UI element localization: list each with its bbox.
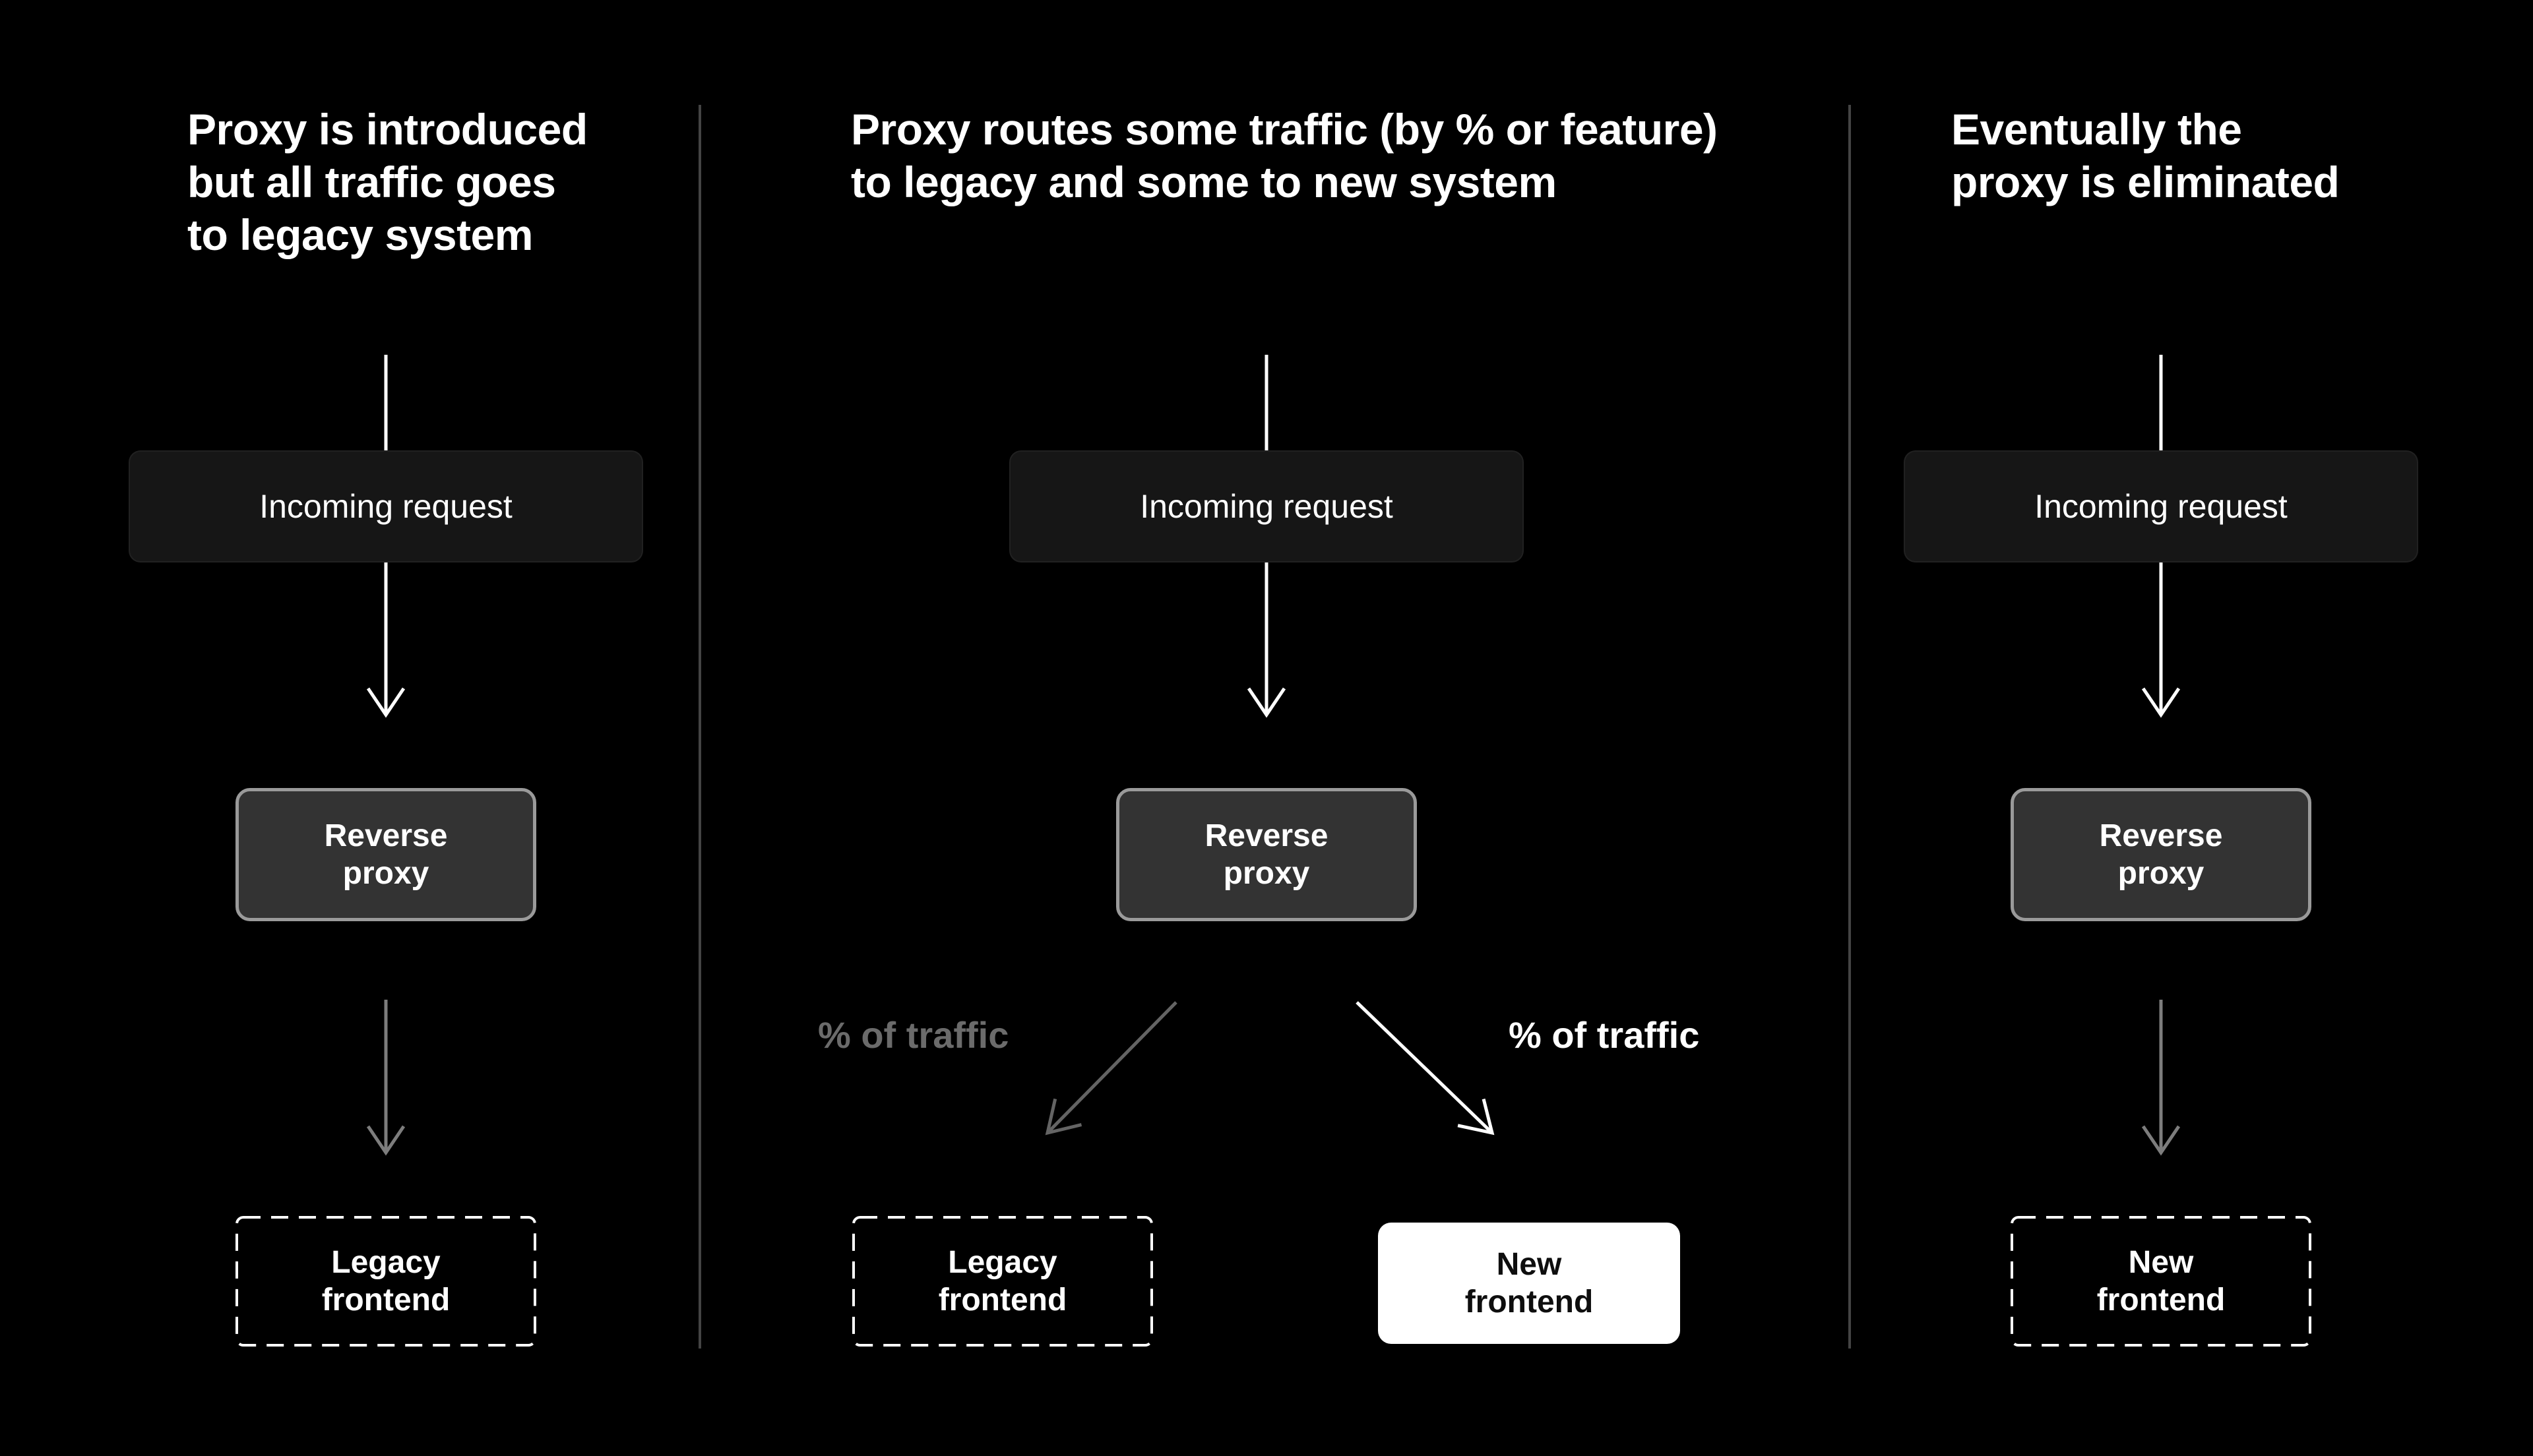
panel-title-right: Eventually the proxy is eliminated bbox=[1951, 105, 2340, 206]
arrowhead-proxy-to-legacy-middle bbox=[1045, 1098, 1082, 1136]
arrowhead-incoming-to-proxy-right bbox=[2141, 687, 2181, 718]
arrowhead-proxy-to-new-middle bbox=[1457, 1098, 1495, 1136]
new-frontend-box-right: New frontend bbox=[2096, 1245, 2226, 1318]
legacy-frontend-box-outline-left bbox=[235, 1216, 536, 1347]
new-frontend-box-middle: New frontend bbox=[1378, 1223, 1680, 1344]
new-frontend-box-outline-right bbox=[2011, 1216, 2311, 1347]
reverse-proxy-box-right: Reverse proxy bbox=[2011, 788, 2311, 921]
traffic-percent-label-right: % of traffic bbox=[1509, 1014, 1700, 1056]
legacy-frontend-box-middle: Legacy frontend bbox=[938, 1245, 1067, 1318]
arrowhead-proxy-to-legacy-left bbox=[366, 1125, 406, 1156]
arrowhead-incoming-to-proxy-left bbox=[366, 687, 406, 718]
reverse-proxy-box-left: Reverse proxy bbox=[235, 788, 536, 921]
arrowhead-proxy-to-new-right bbox=[2141, 1125, 2181, 1156]
panel-title-left: Proxy is introduced but all traffic goes… bbox=[187, 105, 588, 259]
legacy-frontend-box-left: Legacy frontend bbox=[321, 1245, 451, 1318]
arrow-proxy-to-legacy-middle bbox=[1046, 1001, 1177, 1134]
reverse-proxy-box-middle: Reverse proxy bbox=[1116, 788, 1417, 921]
arrowhead-incoming-to-proxy-middle bbox=[1247, 687, 1286, 718]
incoming-request-box-left: Incoming request bbox=[129, 450, 643, 562]
panel-title-middle: Proxy routes some traffic (by % or featu… bbox=[851, 105, 1718, 206]
arrow-proxy-to-new-middle bbox=[1356, 1001, 1493, 1134]
traffic-percent-label-left: % of traffic bbox=[818, 1014, 1009, 1056]
incoming-request-box-right: Incoming request bbox=[1904, 450, 2418, 562]
legacy-frontend-box-outline-middle bbox=[852, 1216, 1153, 1347]
incoming-request-box-middle: Incoming request bbox=[1009, 450, 1524, 562]
